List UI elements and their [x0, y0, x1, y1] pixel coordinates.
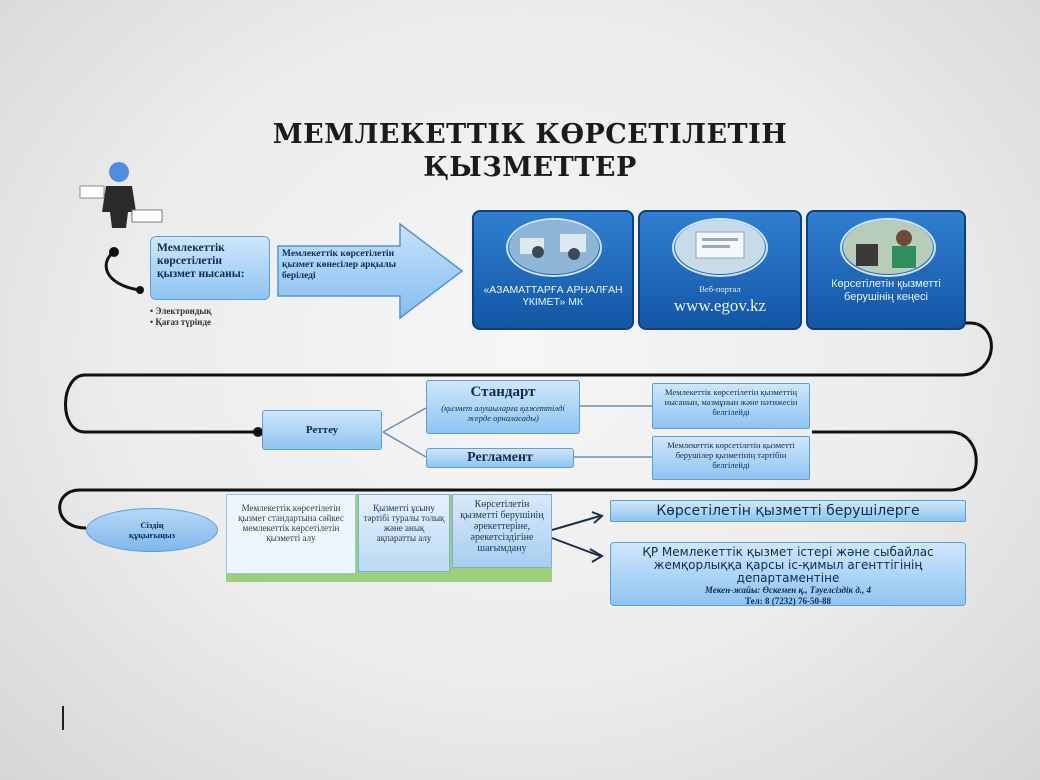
rights-label: Сіздің құқығыңыз — [128, 520, 176, 540]
right-item: Қызметті ұсыну тәртібі туралы толық және… — [358, 494, 450, 572]
page-title: МЕМЛЕКЕТТІК КӨРСЕТІЛЕТІН ҚЫЗМЕТТЕР — [180, 118, 880, 184]
channel-label: www.egov.kz — [673, 296, 767, 315]
title-line-2: ҚЫЗМЕТТЕР — [423, 152, 637, 183]
channel-label: Көрсетілетін қызметті берушінің кеңесі — [831, 278, 941, 303]
form-list-item: • Электрондық — [150, 306, 212, 316]
channel-box-egov: Веб-портал www.egov.kz — [638, 210, 802, 330]
right-item: Көрсетілетін қызметті берушінің әрекетте… — [452, 494, 552, 568]
channel-box-office: Көрсетілетін қызметті берушінің кеңесі — [806, 210, 966, 330]
channel-label: «АЗАМАТТАРҒА АРНАЛҒАН ҮКІМЕТ» МК — [483, 284, 623, 308]
service-form-label: Мемлекеттік көрсетілетін қызмет нысаны: — [157, 242, 245, 280]
standard-box: Стандарт (қызмет алушыларға қажеттілді ж… — [426, 380, 580, 434]
target-agency-phone: Тел: 8 (7232) 76-50-88 — [745, 596, 831, 606]
right-item: Мемлекеттік көрсетілетін қызмет стандарт… — [226, 494, 356, 574]
rights-oval: Сіздің құқығыңыз — [86, 508, 218, 552]
standard-subtitle: (қызмет алушыларға қажеттілді жерде орна… — [441, 403, 565, 423]
regulation-box: Реттеу — [262, 410, 382, 450]
channel-sublabel: Веб-портал — [699, 284, 741, 294]
form-list: • Электрондық • Қағаз түрінде — [150, 306, 212, 328]
form-list-item: • Қағаз түрінде — [150, 317, 212, 327]
standard-description: Мемлекеттік көрсетілетін қызметтің нысан… — [652, 383, 810, 429]
person-icon — [79, 162, 163, 228]
target-agency-address: Мекен-жайы: Өскемен қ., Тәуелсіздік д., … — [704, 585, 872, 595]
office-photo-icon — [506, 218, 602, 277]
reglament-description: Мемлекеттік көрсетілетін қызметті беруші… — [652, 436, 810, 480]
big-arrow-shape — [277, 222, 464, 320]
standard-title: Стандарт — [470, 384, 536, 400]
title-line-1: МЕМЛЕКЕТТІК КӨРСЕТІЛЕТІН — [272, 119, 788, 150]
target-providers: Көрсетілетін қызметті берушілерге — [610, 500, 966, 522]
target-agency-label: ҚР Мемлекеттік қызмет істері және сыбайл… — [642, 545, 934, 585]
laptop-photo-icon — [672, 218, 768, 277]
service-form-box: Мемлекеттік көрсетілетін қызмет нысаны: — [150, 236, 270, 300]
target-agency: ҚР Мемлекеттік қызмет істері және сыбайл… — [610, 542, 966, 606]
arrow-text: Мемлекеттік көрсетілетін қызмет көнесіле… — [282, 249, 397, 281]
clerk-photo-icon — [840, 218, 936, 277]
channel-box-government: «АЗАМАТТАРҒА АРНАЛҒАН ҮКІМЕТ» МК — [472, 210, 634, 330]
reglament-box: Регламент — [426, 448, 574, 468]
